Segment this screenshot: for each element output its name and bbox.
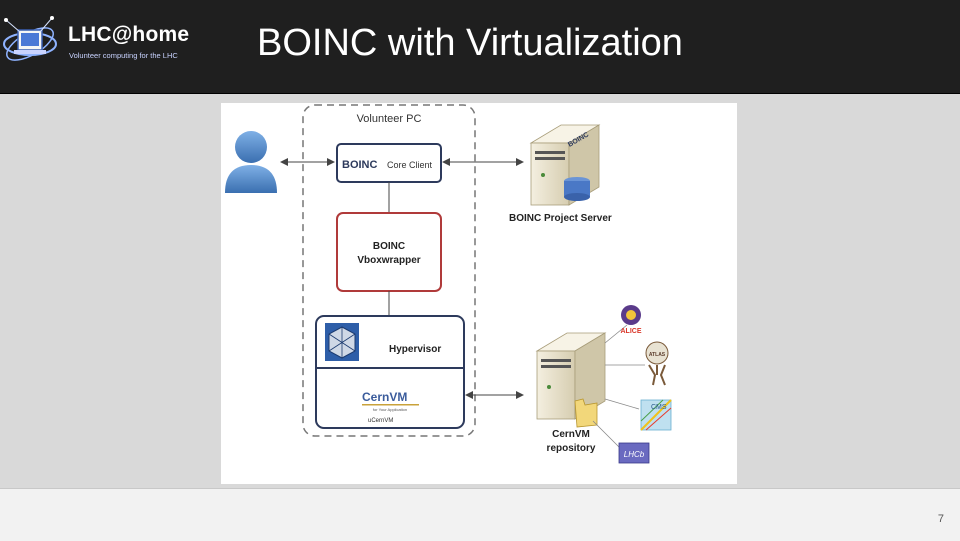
volunteer-pc-boundary: [302, 104, 476, 437]
logo-title: LHC@home: [68, 23, 190, 46]
architecture-diagram-svg: Volunteer PC BOINC Core Client BOINC Vbo…: [225, 104, 672, 464]
user-icon: [225, 131, 277, 193]
repository-label-line1: CernVM: [552, 429, 590, 440]
alice-logo-icon: [621, 305, 641, 325]
logo-subtitle: Volunteer computing for the LHC: [69, 51, 178, 60]
cernvm-logo: CernVM: [362, 390, 407, 404]
atlas-label: ATLAS: [649, 352, 666, 358]
cernvm-logo-underline: [362, 404, 419, 406]
slide-footer: 7: [0, 488, 960, 541]
cms-logo-icon: [640, 399, 672, 431]
cms-label: CMS: [651, 404, 667, 411]
lhcb-logo-icon: [618, 442, 650, 464]
core-client-label: Core Client: [387, 160, 433, 170]
page-number: 7: [937, 513, 944, 525]
boinc-project-server-icon: BOINC: [529, 124, 601, 206]
repo-lhcb-link: [592, 420, 622, 450]
volunteer-pc-label: Volunteer PC: [357, 113, 422, 125]
project-server-label: BOINC Project Server: [509, 213, 612, 224]
architecture-diagram: Volunteer PC BOINC Core Client BOINC Vbo…: [221, 103, 737, 484]
vboxwrapper-label-line1: BOINC: [373, 241, 405, 252]
cernvm-tagline: for Your Application: [373, 407, 407, 412]
repo-cms-link: [604, 398, 640, 410]
slide-header: LHC@home Volunteer computing for the LHC…: [0, 0, 960, 94]
vboxwrapper-label-line2: Vboxwrapper: [357, 255, 420, 266]
globe-icon: [3, 16, 57, 61]
alice-label: ALICE: [621, 328, 642, 335]
boinc-logo: BOINC: [342, 159, 378, 171]
repo-alice-link: [604, 324, 628, 344]
virtualbox-icon: [325, 323, 359, 361]
lhcb-label: LHCb: [624, 450, 645, 459]
cernvm-repository-server-icon: [535, 332, 607, 428]
ucernvm-label: uCernVM: [368, 418, 393, 424]
repository-label-line2: repository: [547, 443, 596, 454]
slide-title: BOINC with Virtualization: [257, 22, 683, 64]
hypervisor-label: Hypervisor: [389, 344, 441, 355]
atlas-logo-icon: [645, 341, 669, 386]
lhc-home-logo: LHC@home Volunteer computing for the LHC: [0, 14, 200, 78]
vboxwrapper-box: [336, 212, 442, 292]
